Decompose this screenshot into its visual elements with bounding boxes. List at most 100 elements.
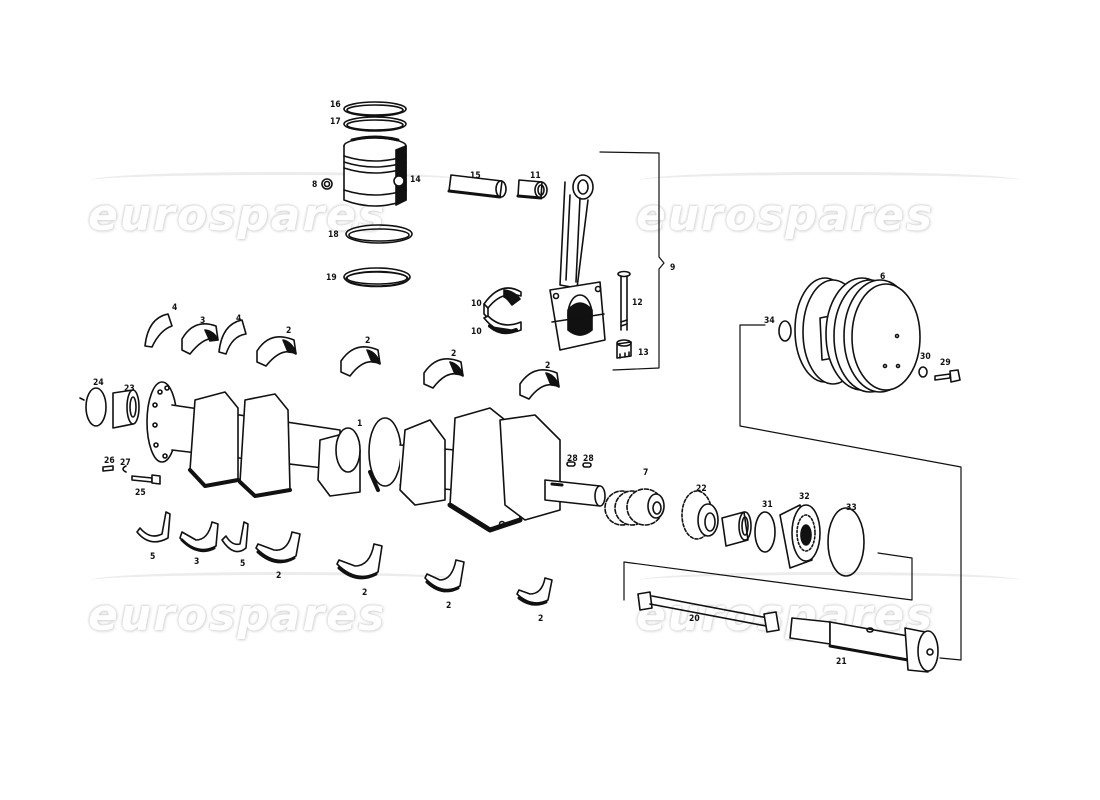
bearing-spacer[interactable] bbox=[721, 511, 752, 547]
woodruff-key[interactable] bbox=[566, 461, 576, 467]
crank-gear[interactable] bbox=[681, 490, 719, 540]
callout-4[interactable]: 4 bbox=[172, 303, 178, 313]
callout-21[interactable]: 21 bbox=[836, 657, 847, 667]
watermark: eurospares bbox=[88, 590, 387, 641]
callout-27[interactable]: 27 bbox=[120, 458, 131, 468]
thrust-washer-lower-right[interactable] bbox=[221, 521, 249, 553]
big-end-shell-lower[interactable] bbox=[483, 315, 522, 335]
callout-22[interactable]: 22 bbox=[696, 484, 707, 494]
bracket-right bbox=[739, 324, 962, 661]
callout-15[interactable]: 15 bbox=[470, 171, 481, 181]
piston-pin-circlip[interactable] bbox=[321, 178, 333, 190]
con-rod-bolt[interactable] bbox=[617, 270, 631, 331]
pulley-bolt[interactable] bbox=[934, 369, 961, 383]
main-bearing-shell-upper[interactable] bbox=[519, 369, 560, 400]
callout-24[interactable]: 24 bbox=[93, 378, 104, 388]
callout-3[interactable]: 3 bbox=[200, 316, 206, 326]
o-ring[interactable] bbox=[778, 320, 792, 342]
main-bearing-shell-lower[interactable] bbox=[336, 543, 383, 580]
circlip[interactable] bbox=[754, 511, 776, 553]
piston[interactable] bbox=[343, 135, 407, 207]
callout-7[interactable]: 7 bbox=[643, 468, 649, 478]
callout-10[interactable]: 10 bbox=[471, 299, 482, 309]
callout-2[interactable]: 2 bbox=[362, 588, 368, 598]
callout-30[interactable]: 30 bbox=[920, 352, 931, 362]
callout-33[interactable]: 33 bbox=[846, 503, 857, 513]
woodruff-key[interactable] bbox=[582, 462, 592, 468]
callout-32[interactable]: 32 bbox=[799, 492, 810, 502]
con-rod-nut[interactable] bbox=[616, 339, 632, 359]
callout-28[interactable]: 28 bbox=[567, 454, 578, 464]
callout-2[interactable]: 2 bbox=[451, 349, 457, 359]
drive-shaft[interactable] bbox=[637, 591, 780, 633]
main-bearing-shell-center-upper[interactable] bbox=[181, 323, 219, 355]
snap-ring[interactable] bbox=[827, 507, 865, 577]
crankshaft-pulley[interactable] bbox=[794, 277, 921, 393]
watermark: eurospares bbox=[636, 190, 935, 241]
callout-2[interactable]: 2 bbox=[538, 614, 544, 624]
pump-drive-hub[interactable] bbox=[789, 617, 939, 673]
callout-2[interactable]: 2 bbox=[276, 571, 282, 581]
callout-23[interactable]: 23 bbox=[124, 384, 135, 394]
callout-14[interactable]: 14 bbox=[410, 175, 421, 185]
circlip-rear[interactable] bbox=[79, 387, 107, 427]
thrust-washer-upper-right[interactable] bbox=[218, 319, 247, 355]
main-bearing-shell-lower[interactable] bbox=[516, 577, 553, 606]
crankshaft[interactable] bbox=[146, 381, 606, 533]
callout-1[interactable]: 1 bbox=[357, 419, 363, 429]
callout-12[interactable]: 12 bbox=[632, 298, 643, 308]
connecting-rod[interactable] bbox=[549, 174, 606, 351]
callout-16[interactable]: 16 bbox=[330, 100, 341, 110]
main-bearing-shell-upper[interactable] bbox=[340, 346, 381, 377]
callout-9[interactable]: 9 bbox=[670, 263, 676, 273]
callout-28[interactable]: 28 bbox=[583, 454, 594, 464]
callout-2[interactable]: 2 bbox=[365, 336, 371, 346]
callout-5[interactable]: 5 bbox=[150, 552, 156, 562]
watermark-swoosh bbox=[90, 572, 470, 589]
main-bearing-shell-lower[interactable] bbox=[255, 531, 301, 564]
callout-2[interactable]: 2 bbox=[286, 326, 292, 336]
watermark-swoosh bbox=[640, 572, 1020, 589]
callout-10[interactable]: 10 bbox=[471, 327, 482, 337]
callout-4[interactable]: 4 bbox=[236, 314, 242, 324]
oil-ring-lower[interactable] bbox=[343, 267, 411, 288]
c-clip[interactable] bbox=[122, 465, 127, 473]
gudgeon-pin[interactable] bbox=[447, 174, 507, 199]
callout-6[interactable]: 6 bbox=[880, 272, 886, 282]
callout-2[interactable]: 2 bbox=[545, 361, 551, 371]
dowel[interactable] bbox=[102, 465, 114, 472]
callout-20[interactable]: 20 bbox=[689, 614, 700, 624]
ball-bearing[interactable] bbox=[779, 504, 821, 569]
callout-2[interactable]: 2 bbox=[446, 601, 452, 611]
thrust-washer-upper-left[interactable] bbox=[144, 313, 173, 348]
callout-26[interactable]: 26 bbox=[104, 456, 115, 466]
small-end-bush[interactable] bbox=[516, 179, 548, 200]
piston-ring-second[interactable] bbox=[343, 116, 407, 132]
callout-29[interactable]: 29 bbox=[940, 358, 951, 368]
callout-8[interactable]: 8 bbox=[312, 180, 318, 190]
main-bearing-shell-upper[interactable] bbox=[423, 358, 464, 389]
lock-washer[interactable] bbox=[918, 366, 928, 378]
thrust-washer-lower-left[interactable] bbox=[136, 511, 171, 543]
watermark: eurospares bbox=[88, 190, 387, 241]
callout-18[interactable]: 18 bbox=[328, 230, 339, 240]
callout-31[interactable]: 31 bbox=[762, 500, 773, 510]
main-bearing-shell-upper[interactable] bbox=[256, 336, 297, 367]
callout-17[interactable]: 17 bbox=[330, 117, 341, 127]
callout-25[interactable]: 25 bbox=[135, 488, 146, 498]
callout-19[interactable]: 19 bbox=[326, 273, 337, 283]
flywheel-bolt[interactable] bbox=[131, 474, 161, 485]
main-bearing-shell-lower[interactable] bbox=[424, 559, 465, 593]
big-end-shell-upper[interactable] bbox=[483, 287, 522, 319]
callout-34[interactable]: 34 bbox=[764, 316, 775, 326]
callout-3[interactable]: 3 bbox=[194, 557, 200, 567]
timing-sprocket[interactable] bbox=[604, 488, 665, 526]
callout-13[interactable]: 13 bbox=[638, 348, 649, 358]
callout-11[interactable]: 11 bbox=[530, 171, 541, 181]
oil-ring-upper[interactable] bbox=[345, 224, 413, 244]
callout-5[interactable]: 5 bbox=[240, 559, 246, 569]
piston-ring-top[interactable] bbox=[343, 101, 407, 117]
pilot-bearing[interactable] bbox=[112, 389, 140, 429]
main-bearing-shell-center-lower[interactable] bbox=[179, 521, 219, 553]
